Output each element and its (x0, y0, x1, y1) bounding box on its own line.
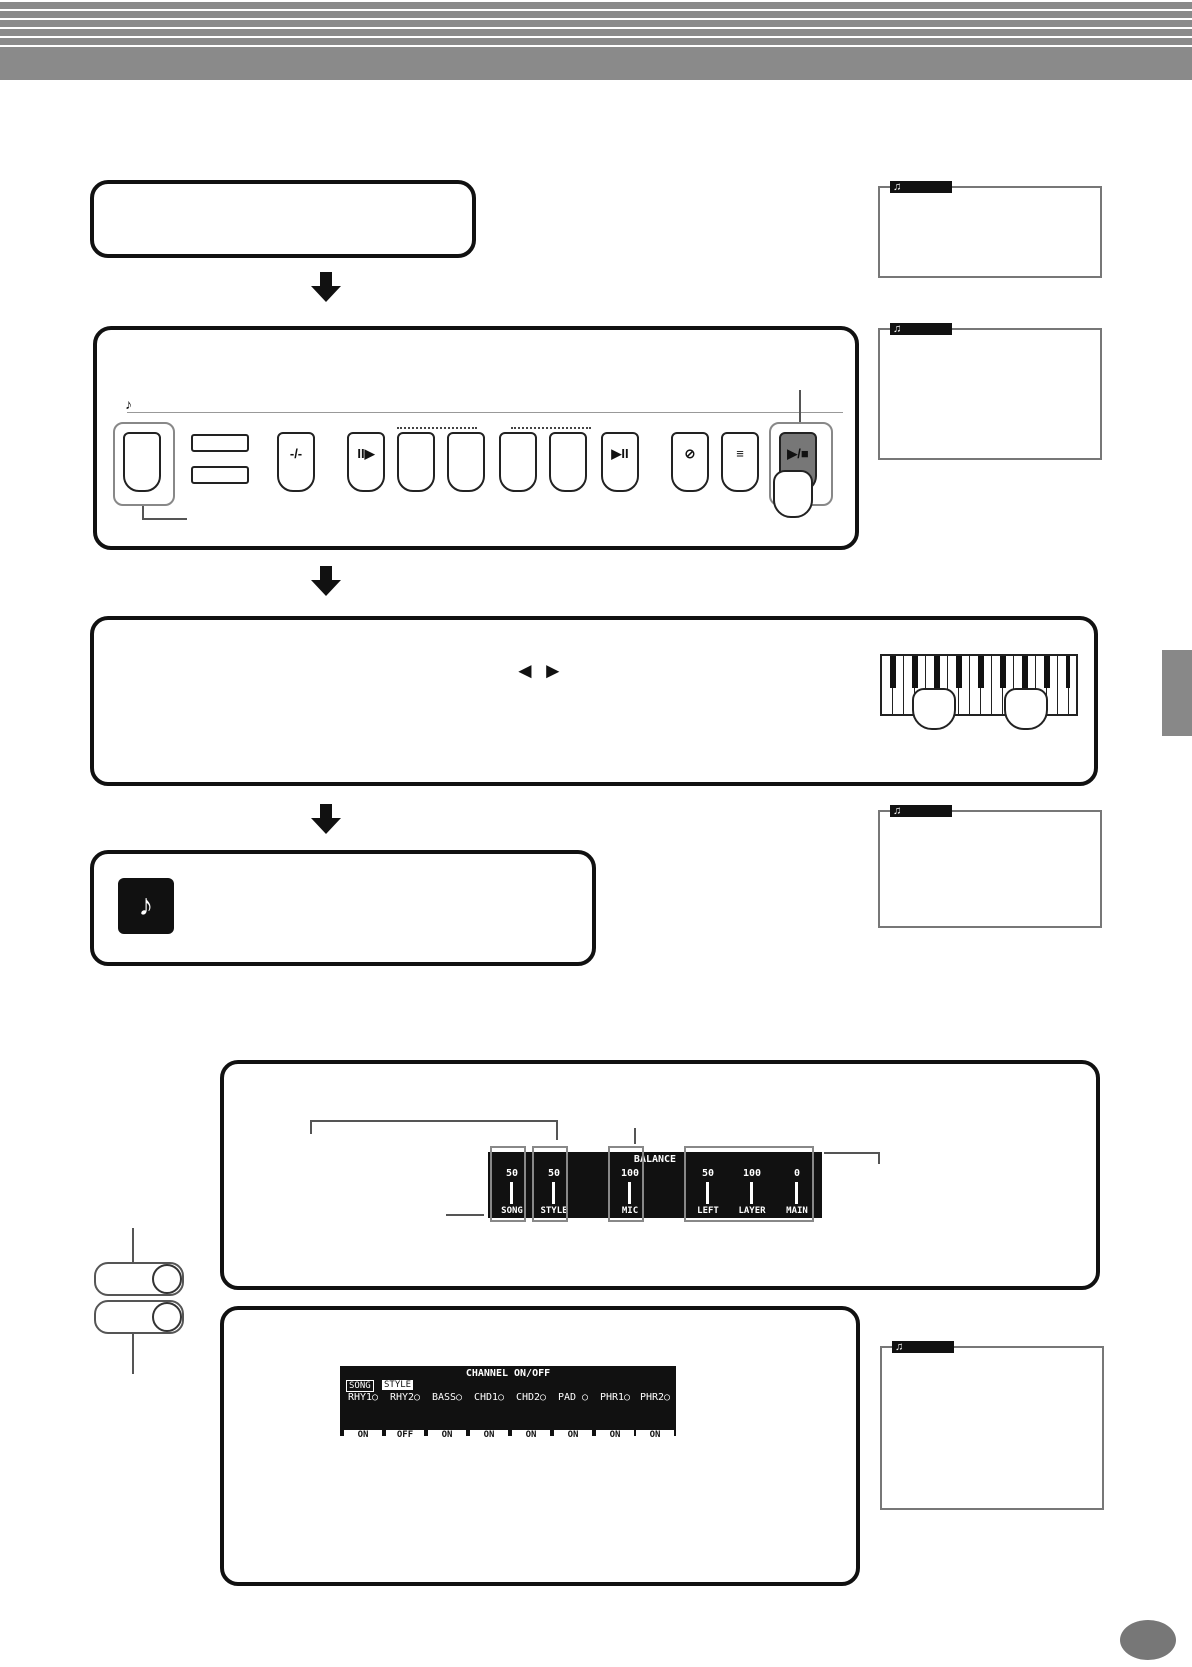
style-icon: ♪ (125, 396, 132, 412)
intro-button[interactable]: II▶ (347, 432, 385, 492)
hl-style (532, 1146, 568, 1222)
panel-divider (127, 412, 843, 413)
style-button-highlight (113, 422, 175, 506)
main-c-button[interactable] (499, 432, 537, 492)
channel-rhy1[interactable]: RHY1○ON (344, 1392, 382, 1440)
group-dots-a (397, 427, 477, 429)
main-b-button[interactable] (447, 432, 485, 492)
channel-phr2[interactable]: PHR2○ON (636, 1392, 674, 1440)
step-2-panel-box: ♪ -/- II▶ ▶II ⊘ ≡ ▶/■ (93, 326, 859, 550)
channel-chd1[interactable]: CHD1○ON (470, 1392, 508, 1440)
callout-line-start (799, 390, 801, 422)
channel-bass[interactable]: BASS○ON (428, 1392, 466, 1440)
ending-button[interactable]: ▶II (601, 432, 639, 492)
sync-start-button[interactable]: ≡ (721, 432, 759, 492)
right-hand-icon (1004, 688, 1048, 730)
balance-knob[interactable] (152, 1264, 182, 1294)
hand-pointer-icon (773, 470, 813, 518)
channel-display: CHANNEL ON/OFF SONG STYLE RHY1○ON RHY2○O… (340, 1366, 676, 1440)
channel-knob[interactable] (152, 1302, 182, 1332)
pill-line-bottom (132, 1334, 134, 1374)
note-icon: ♪ (118, 878, 174, 934)
hl-song (490, 1146, 526, 1222)
callout-song-style (310, 1120, 556, 1122)
tempo-arrows: ◄ ► (514, 658, 564, 683)
step-1-box (90, 180, 476, 258)
tab-song[interactable]: SONG (346, 1380, 374, 1392)
main-d-button[interactable] (549, 432, 587, 492)
left-hand-icon (912, 688, 956, 730)
channel-box: CHANNEL ON/OFF SONG STYLE RHY1○ON RHY2○O… (220, 1306, 860, 1586)
channel-rhy2[interactable]: RHY2○OFF (386, 1392, 424, 1440)
channel-chd2[interactable]: CHD2○ON (512, 1392, 550, 1440)
tab-style[interactable]: STYLE (382, 1380, 414, 1390)
side-note-4: ♫ (880, 1341, 1104, 1510)
callout-song (446, 1214, 484, 1216)
balance-title: BALANCE (633, 1154, 677, 1165)
main-a-button[interactable] (397, 432, 435, 492)
callout-lr (824, 1152, 880, 1154)
channel-phr1[interactable]: PHR1○ON (596, 1392, 634, 1440)
slot-lower (191, 466, 249, 484)
side-note-1: ♫ (878, 181, 1102, 278)
callout-line (142, 518, 187, 520)
channel-title: CHANNEL ON/OFF (465, 1368, 551, 1379)
callout-lr-v (878, 1152, 880, 1164)
channel-pad[interactable]: PAD ○ON (554, 1392, 592, 1440)
side-note-2: ♫ (878, 323, 1102, 460)
page-number-badge (1120, 1620, 1176, 1660)
step-3-box: ◄ ► (90, 616, 1098, 786)
hl-mic (608, 1146, 644, 1222)
step-4-box: ♪ (90, 850, 596, 966)
slot-upper (191, 434, 249, 452)
callout-mic (634, 1128, 636, 1144)
callout-song-style-l (310, 1120, 312, 1134)
callout-song-style-r (556, 1120, 558, 1140)
section-tab (1162, 650, 1192, 736)
hl-left-layer-main (684, 1146, 814, 1222)
acmp-button[interactable]: -/- (277, 432, 315, 492)
group-dots-b (511, 427, 591, 429)
pill-line-top (132, 1228, 134, 1262)
callout-line-v (142, 506, 144, 518)
side-note-3: ♫ (878, 805, 1102, 928)
keyboard-black-keys (884, 656, 1070, 688)
style-button[interactable] (123, 432, 161, 492)
header-stripes (0, 0, 1192, 48)
sync-stop-button[interactable]: ⊘ (671, 432, 709, 492)
